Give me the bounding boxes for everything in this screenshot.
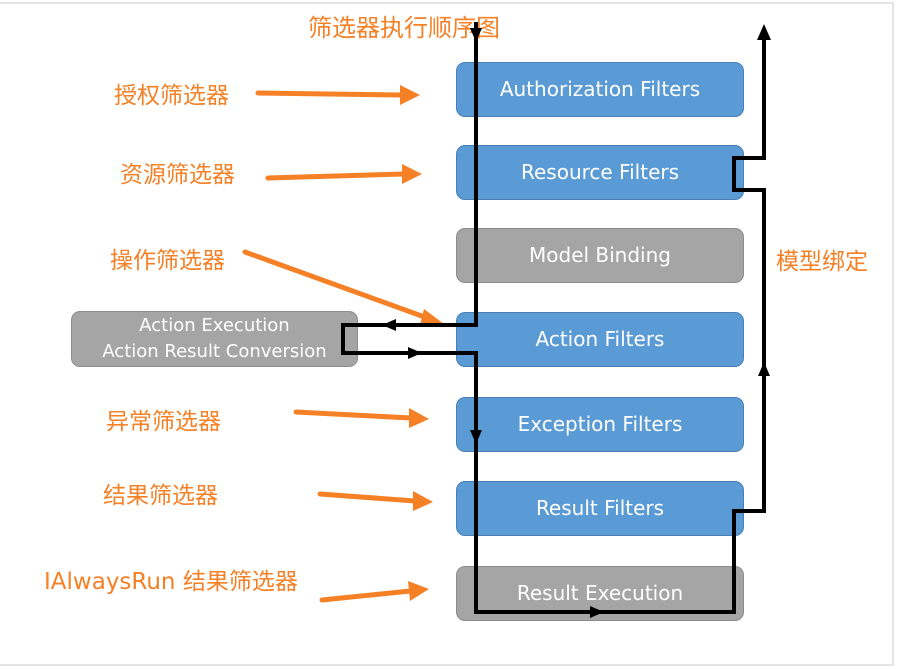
flow-arrowhead-from-action-execution <box>408 347 422 359</box>
action-result-conversion-label: Action Result Conversion <box>102 341 327 362</box>
annotation-arrow-exception <box>293 409 414 421</box>
annotation-arrow-authorization <box>255 90 405 98</box>
stage-model-binding: Model Binding <box>456 228 744 283</box>
annotation-arrowhead-action <box>420 309 444 325</box>
stage-exception-filters: Exception Filters <box>456 397 744 452</box>
annotation-action: 操作筛选器 <box>110 248 225 274</box>
diagram-title: 筛选器执行顺序图 <box>308 14 500 42</box>
annotation-arrowhead-exception <box>409 408 429 428</box>
flow-arrowhead-up-right <box>758 362 770 376</box>
flow-arrowhead-start <box>470 28 482 42</box>
annotation-resource: 资源筛选器 <box>120 162 235 188</box>
annotation-arrowhead-always-run <box>408 581 429 601</box>
stage-resource-filters: Resource Filters <box>456 145 744 200</box>
annotation-result: 结果筛选器 <box>103 483 218 509</box>
flow-arrowhead-result-execution <box>590 606 604 618</box>
annotation-always-run-result: IAlwaysRun 结果筛选器 <box>44 569 298 595</box>
flow-arrowhead-down <box>470 430 482 444</box>
annotation-arrowhead-resource <box>402 164 422 184</box>
stage-action-filters: Action Filters <box>456 312 744 367</box>
annotation-authorization: 授权筛选器 <box>114 83 229 109</box>
flow-arrowhead-end <box>757 24 771 40</box>
annotation-arrow-action <box>242 249 433 322</box>
annotation-arrow-result <box>317 491 418 504</box>
action-execution-box: Action Execution Action Result Conversio… <box>71 311 358 367</box>
annotation-arrowhead-result <box>413 491 433 511</box>
model-binding-side-label: 模型绑定 <box>776 249 868 275</box>
annotation-arrow-resource <box>265 171 407 181</box>
annotation-arrowhead-authorization <box>400 85 420 105</box>
stage-result-filters: Result Filters <box>456 481 744 536</box>
stage-authorization-filters: Authorization Filters <box>456 62 744 117</box>
annotation-exception: 异常筛选器 <box>106 409 221 435</box>
flow-arrowhead-to-action-execution <box>382 319 396 331</box>
annotation-arrow-always-run <box>319 588 413 603</box>
action-execution-label: Action Execution <box>139 314 290 336</box>
execution-flow-path <box>341 22 766 614</box>
